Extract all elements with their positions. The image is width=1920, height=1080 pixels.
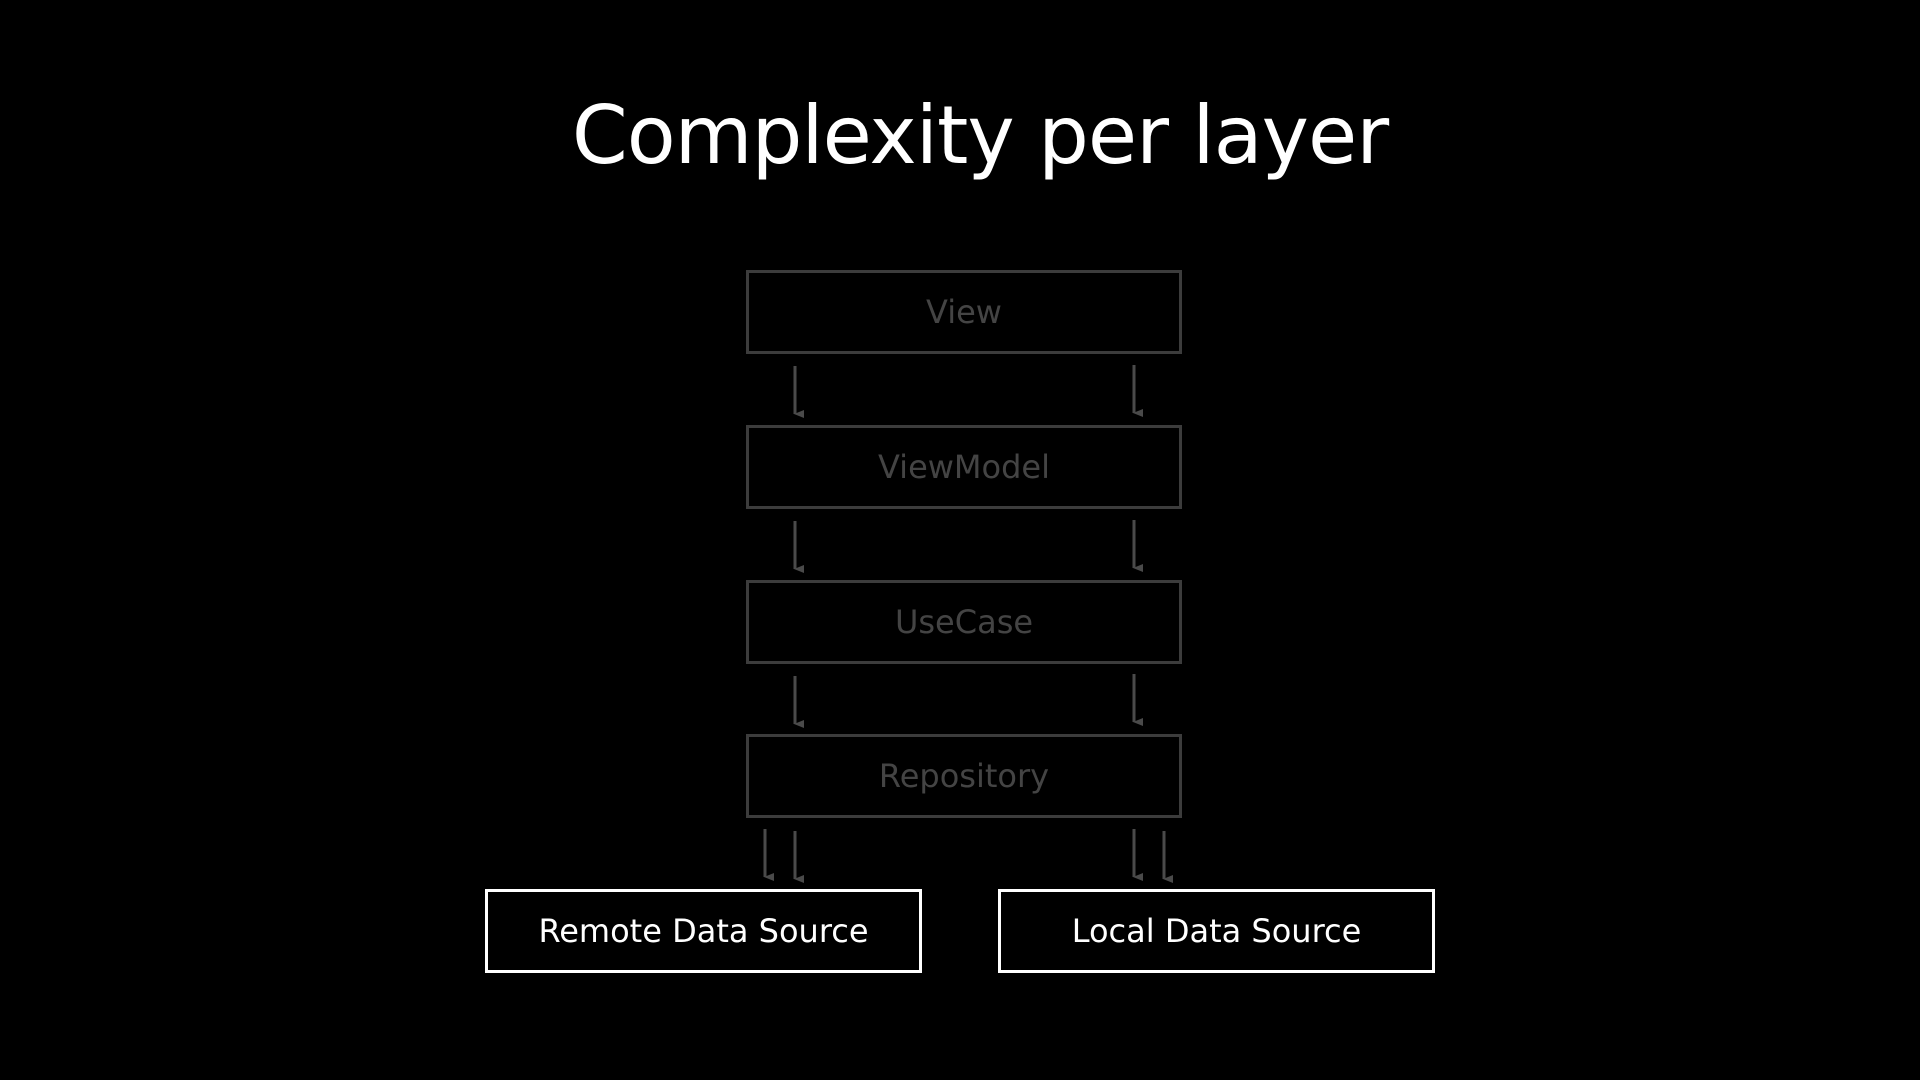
layer-usecase: UseCase bbox=[746, 580, 1182, 664]
slide-title: Complexity per layer bbox=[571, 89, 1389, 182]
layer-view: View bbox=[746, 270, 1182, 354]
layer-repository: Repository bbox=[746, 734, 1182, 818]
layer-viewmodel: ViewModel bbox=[746, 425, 1182, 509]
source-local: Local Data Source bbox=[998, 889, 1435, 973]
source-remote: Remote Data Source bbox=[485, 889, 922, 973]
